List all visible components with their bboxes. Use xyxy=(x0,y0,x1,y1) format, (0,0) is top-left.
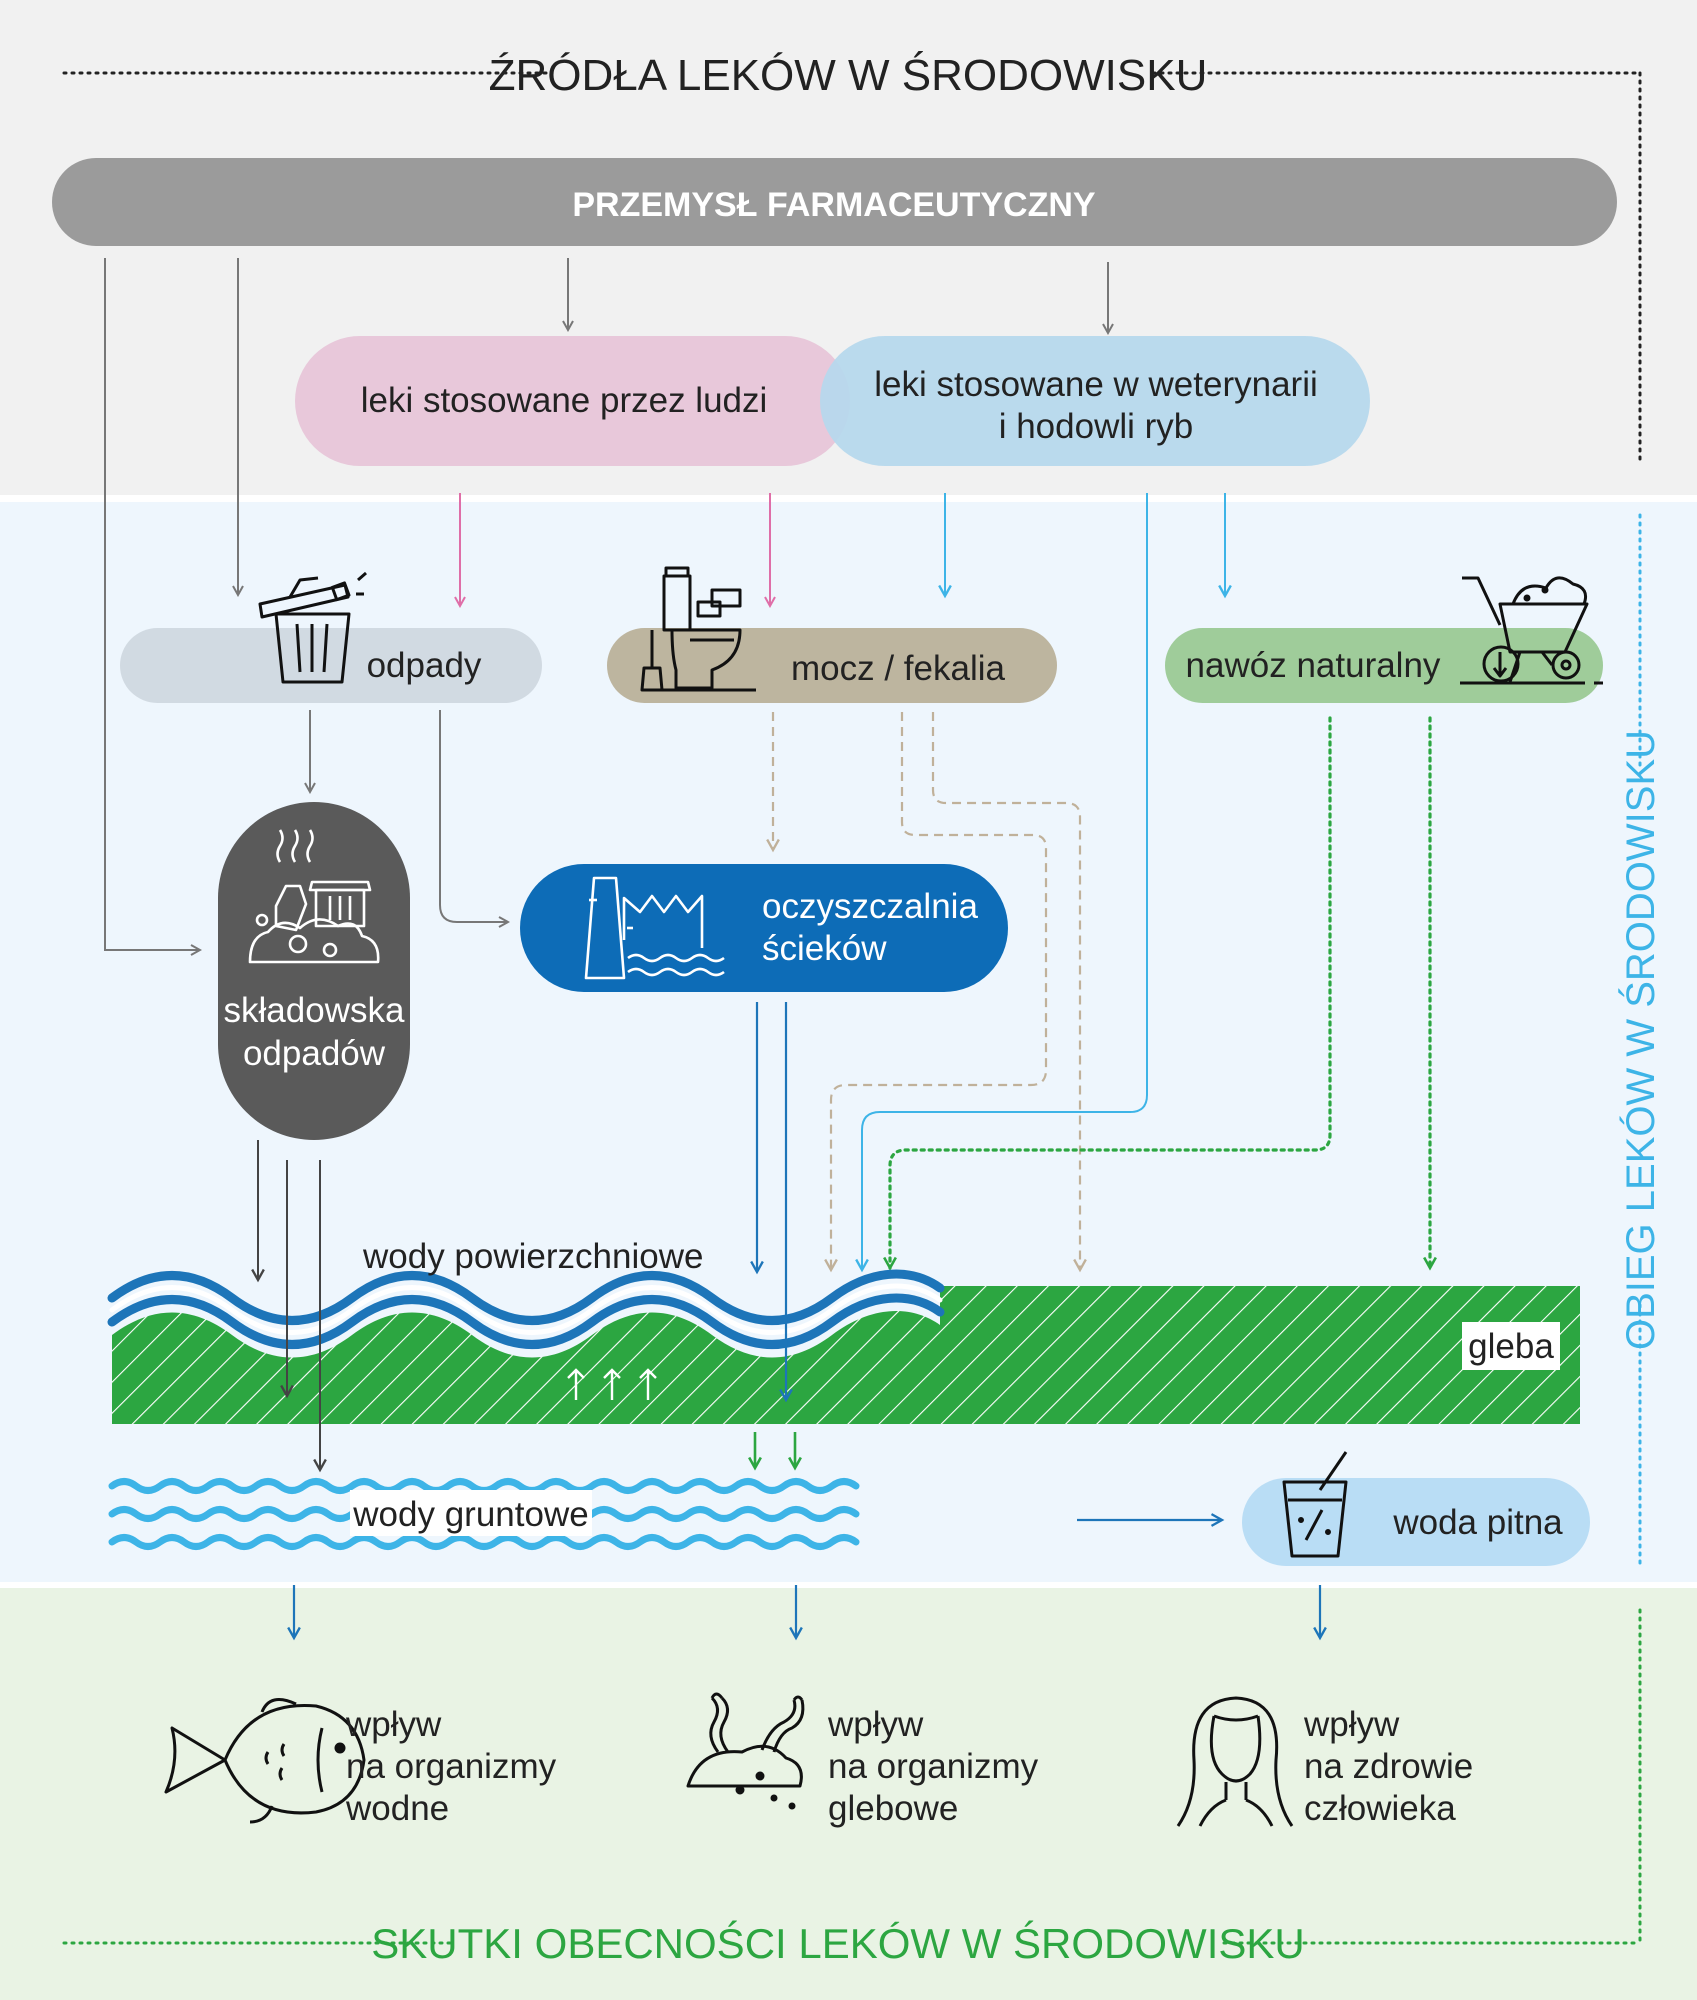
effect-1-line-3: wodne xyxy=(345,1789,449,1828)
landfill-label-2: odpadów xyxy=(243,1034,386,1073)
vet-drugs-label-2: i hodowli ryb xyxy=(999,407,1194,446)
surface-water-label: wody powierzchniowe xyxy=(362,1237,703,1276)
effect-2-line-1: wpływ xyxy=(827,1705,924,1744)
vet-drugs-pill xyxy=(820,336,1370,466)
manure-arrows xyxy=(890,716,1430,1268)
wwtp-label-1: oczyszczalnia xyxy=(762,887,978,926)
waste-label: odpady xyxy=(367,646,482,685)
fish-icon xyxy=(164,1698,366,1824)
soil-block xyxy=(112,1286,1580,1424)
groundwater-label-box xyxy=(350,1490,592,1536)
soil-to-groundwater-arrows xyxy=(755,1432,795,1468)
sources-title: ŹRÓDŁA LEKÓW W ŚRODOWISKU xyxy=(489,49,1208,100)
urine-arrows xyxy=(773,712,1080,1270)
manure-label: nawóz naturalny xyxy=(1186,646,1441,685)
effect-2-line-3: glebowe xyxy=(828,1789,958,1828)
human-drugs-label: leki stosowane przez ludzi xyxy=(361,381,768,420)
effects-band xyxy=(0,1588,1697,2000)
soil-label-box xyxy=(1462,1322,1560,1370)
landfill-icon xyxy=(248,829,380,964)
effect-2-line-2: na organizmy xyxy=(828,1747,1039,1786)
drinking-water-label: woda pitna xyxy=(1392,1503,1563,1542)
groundwater-label: wody gruntowe xyxy=(352,1495,588,1534)
wwtp-pill xyxy=(520,864,1008,992)
trash-bin-icon xyxy=(258,571,367,684)
wwtp-icon xyxy=(584,876,725,980)
landfill-label-1: składowska xyxy=(224,991,405,1030)
wheelbarrow-icon xyxy=(1460,576,1603,685)
human-drugs-pill xyxy=(295,336,850,466)
urine-pill xyxy=(607,628,1057,703)
effect-3-line-3: człowieka xyxy=(1304,1789,1456,1828)
effect-3-line-2: na zdrowie xyxy=(1304,1747,1473,1786)
wwtp-arrows xyxy=(757,1002,786,1400)
pharma-arrows xyxy=(104,258,1108,950)
effect-1-line-2: na organizmy xyxy=(346,1747,557,1786)
worms-soil-icon xyxy=(686,1692,805,1810)
effects-title: SKUTKI OBECNOŚCI LEKÓW W ŚRODOWISKU xyxy=(371,1919,1304,1967)
effects-frame xyxy=(62,1608,1642,1945)
effect-3-line-1: wpływ xyxy=(1303,1705,1400,1744)
soil-label: gleba xyxy=(1468,1327,1554,1366)
pharma-industry-pill xyxy=(52,158,1617,246)
effect-1-line-1: wpływ xyxy=(345,1705,442,1744)
waste-pill xyxy=(120,628,542,703)
human-drugs-arrows xyxy=(460,493,770,606)
glass-icon xyxy=(1282,1451,1348,1558)
wwtp-label-2: ścieków xyxy=(762,929,887,968)
woman-face-icon xyxy=(1176,1696,1294,1827)
pharma-industry-label: PRZEMYSŁ FARMACEUTYCZNY xyxy=(572,186,1096,224)
urine-label: mocz / fekalia xyxy=(791,649,1005,688)
vet-drugs-arrows xyxy=(862,493,1225,1270)
vet-drugs-label-1: leki stosowane w weterynarii xyxy=(874,365,1318,404)
upward-arrows xyxy=(567,1368,657,1400)
toilet-icon xyxy=(640,566,756,692)
surface-water-waves xyxy=(107,1269,945,1349)
cycle-title: OBIEG LEKÓW W ŚRODOWISKU xyxy=(1617,730,1663,1350)
effects-arrows xyxy=(294,1585,1320,1638)
landfill-pill xyxy=(218,802,410,1140)
sources-frame xyxy=(62,71,1642,467)
landfill-arrows xyxy=(258,1140,320,1470)
